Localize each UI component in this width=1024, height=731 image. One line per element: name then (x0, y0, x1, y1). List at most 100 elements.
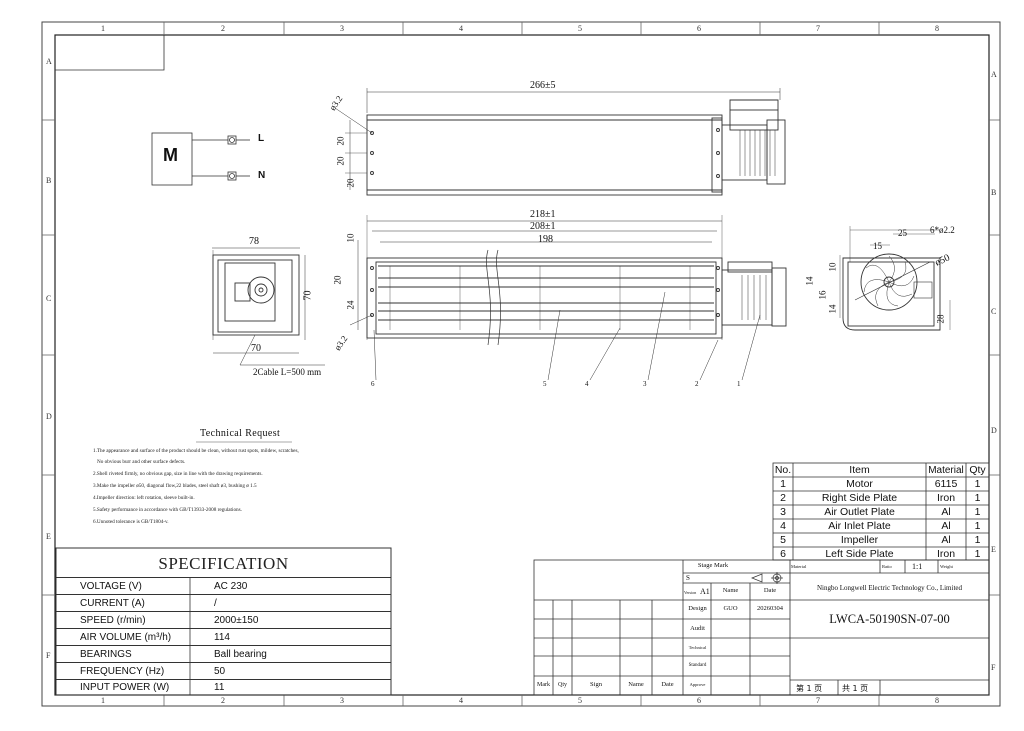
dim-198: 198 (538, 234, 553, 245)
zone-row-f-right: F (991, 663, 996, 672)
zone-row-f-left: F (46, 651, 51, 660)
dim-20-c: 20 (345, 178, 356, 188)
dim-218: 218±1 (530, 209, 556, 220)
bom-cell: Al (941, 520, 951, 532)
bom-cell: 5 (780, 534, 786, 546)
balloon-5: 5 (543, 380, 547, 388)
bom-cell: 2 (780, 492, 786, 504)
spec-value: 11 (214, 682, 225, 693)
tb-stage-mark: Stage Mark (697, 562, 729, 569)
tb-sign-header: Sign (590, 681, 602, 688)
spec-row-frequency: FREQUENCY (Hz) 50 (56, 662, 391, 680)
technical-request-item: 2.Shell riveted firmly, no obvious gap, … (93, 471, 263, 477)
zone-col-4-bottom: 4 (459, 696, 463, 705)
bom-cell: 1 (780, 478, 786, 490)
bom-cell: 6 (780, 548, 786, 560)
zone-col-1-bottom: 1 (101, 696, 105, 705)
tb-audit-label: Audit (690, 625, 705, 632)
zone-col-5-top: 5 (578, 24, 582, 33)
bom-cell: Al (941, 506, 951, 518)
technical-request-item: No obvious burr and other surface defect… (97, 459, 186, 465)
bom-cell: Air Outlet Plate (824, 506, 895, 518)
dim-r-16: 16 (817, 290, 828, 300)
spec-row-bearings: BEARINGS Ball bearing (56, 645, 391, 663)
specification-title: SPECIFICATION (158, 554, 289, 573)
zone-col-5-bottom: 5 (578, 696, 582, 705)
bom-cell: 1 (974, 534, 981, 546)
technical-request-item: 3.Make the impeller ø50, diagonal flow,2… (93, 483, 257, 489)
bom-cell: 6115 (934, 478, 958, 490)
tb-company: Ningbo Longwell Electric Technology Co.,… (817, 584, 962, 592)
dim-20-b: 20 (335, 156, 346, 166)
zone-row-e-left: E (46, 532, 51, 541)
bom-cell: 3 (780, 506, 786, 518)
spec-label: BEARINGS (80, 649, 132, 660)
dim-24: 24 (345, 300, 356, 310)
bom-cell: Iron (936, 548, 956, 560)
dim-208: 208±1 (530, 221, 556, 232)
bom-cell: 1 (974, 506, 981, 518)
spec-row-speed: SPEED (r/min)2000±150 (56, 611, 391, 629)
balloon-6: 6 (371, 380, 375, 388)
tb-version-label: Version (684, 590, 697, 595)
spec-label: CURRENT (A) (80, 598, 145, 609)
bom-cell: 1 (974, 478, 981, 490)
tb-approve-label: Approve (689, 682, 706, 687)
zone-row-b-left: B (46, 176, 52, 185)
bom-cell: Right Side Plate (821, 492, 898, 504)
spec-value: 2000±150 (214, 615, 259, 626)
tb-date2-header: Date (661, 681, 674, 688)
spec-value: / (214, 598, 217, 609)
bom-header-qty: Qty (969, 464, 986, 476)
zone-col-6-top: 6 (697, 24, 701, 33)
bom-cell: Air Inlet Plate (828, 520, 891, 532)
technical-request-item: 1.The appearance and surface of the prod… (93, 448, 299, 454)
bom-header-no: No. (774, 464, 792, 476)
spec-row-current: CURRENT (A) / (56, 594, 391, 612)
dim-r-28: 28 (935, 314, 946, 324)
dim-20-a: 20 (335, 136, 346, 146)
dim-r-15: 15 (873, 241, 882, 251)
spec-label: FREQUENCY (Hz) (80, 666, 165, 677)
tb-drawing-number: LWCA-50190SN-07-00 (829, 612, 950, 626)
tb-weight-label: Weight (940, 564, 953, 569)
zone-row-b-right: B (991, 188, 997, 197)
zone-col-1-top: 1 (101, 24, 105, 33)
spec-label: VOLTAGE (V) (80, 581, 142, 592)
zone-row-a-left: A (46, 57, 52, 66)
zone-row-d-right: D (991, 426, 997, 435)
zone-col-3-bottom: 3 (340, 696, 344, 705)
bom-cell: Iron (936, 492, 956, 504)
tb-version: A1 (700, 587, 710, 596)
bom-cell: Left Side Plate (825, 548, 894, 560)
spec-value: Ball bearing (214, 649, 267, 660)
zone-col-3-top: 3 (340, 24, 344, 33)
dim-r-10: 10 (827, 262, 838, 272)
zone-col-7-top: 7 (816, 24, 820, 33)
dim-10: 10 (345, 233, 356, 243)
spec-value: AC 230 (214, 581, 248, 592)
technical-request-item: 5.Safety performance in accordance with … (93, 507, 242, 513)
zone-row-a-right: A (991, 70, 997, 79)
technical-request-item: 6.Unnoted tolerance is GB/T1804-v. (93, 519, 169, 525)
motor-symbol-label: M (163, 145, 178, 165)
bom-header-item: Item (849, 464, 870, 476)
dim-r-14-a: 14 (804, 276, 815, 286)
balloon-4: 4 (585, 380, 589, 388)
tb-design-label: Design (688, 605, 707, 612)
tb-designer: GUO (723, 605, 738, 612)
zone-row-d-left: D (46, 412, 52, 421)
bom-cell: 1 (974, 492, 981, 504)
tb-date-header: Date (763, 587, 777, 594)
spec-row-input-power: INPUT POWER (W)11 (56, 679, 391, 696)
bom-cell: 4 (780, 520, 786, 532)
spec-value: 50 (214, 666, 226, 677)
dim-length-total: 266±5 (530, 80, 556, 91)
zone-col-8-top: 8 (935, 24, 939, 33)
tb-name2-header: Name (628, 681, 644, 688)
tb-ratio: 1:1 (912, 562, 923, 571)
dim-r-14-b: 14 (827, 304, 838, 314)
dim-side-bottom: 70 (251, 343, 261, 354)
tb-pages: 共 1 页 (842, 684, 869, 693)
tb-qty-header: Qty (558, 682, 567, 688)
